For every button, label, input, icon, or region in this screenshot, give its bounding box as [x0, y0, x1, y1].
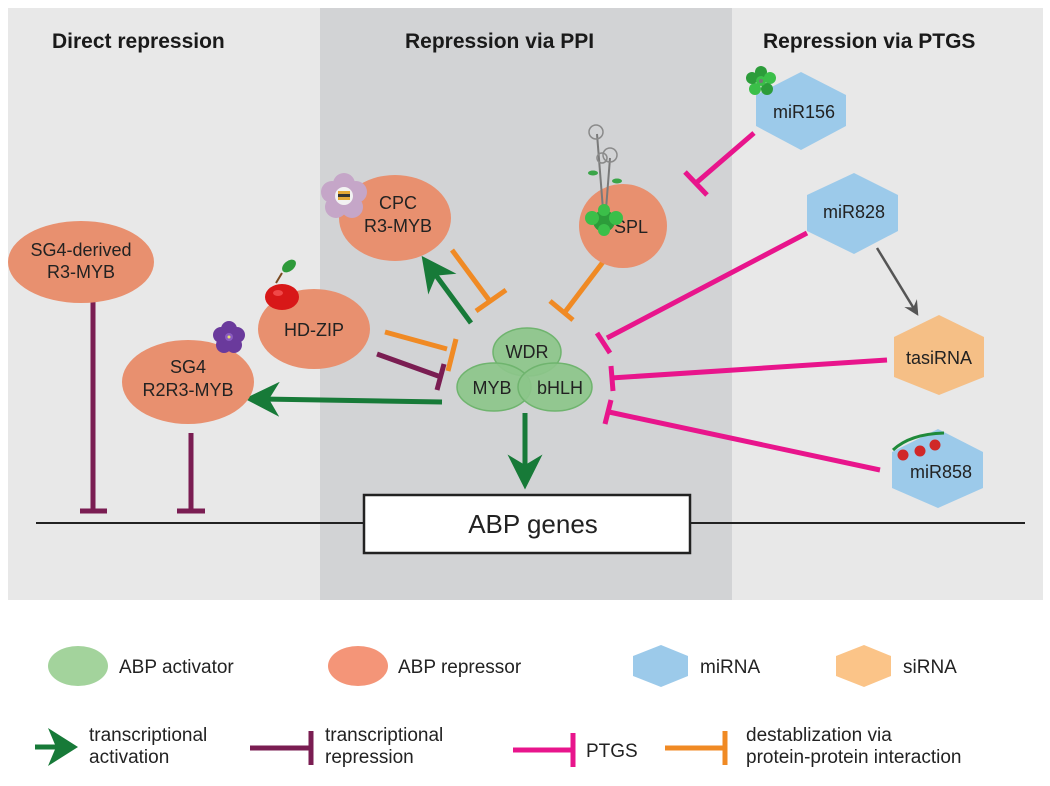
node-label: SG4 [170, 357, 206, 377]
legend-label: ABP repressor [398, 657, 522, 678]
legend-activation-arrow [35, 728, 78, 766]
purple-flower-icon [213, 321, 245, 353]
petunia-flower-icon [321, 173, 367, 218]
node-mir828[interactable]: miR828 [807, 173, 898, 254]
tomato-vine-icon [891, 431, 945, 461]
edge-mir828-to-tasirna [875, 247, 919, 316]
legend-label: PTGS [586, 741, 638, 762]
panel-title-ppi: Repression via PPI [405, 30, 594, 53]
legend-label: transcriptional [325, 725, 443, 746]
edge-mbw-activates-sg4 [244, 381, 443, 417]
node-mir858[interactable]: miR858 [892, 429, 983, 508]
node-label: HD-ZIP [284, 320, 344, 340]
node-tasirna[interactable]: tasiRNA [894, 315, 984, 395]
legend-label: ABP activator [119, 657, 234, 678]
edge-mbw-activates-cpc [421, 255, 474, 325]
node-cpc-r3-myb[interactable]: CPC R3-MYB [339, 175, 451, 261]
abp-genes-label: ABP genes [468, 509, 598, 539]
panel-title-direct: Direct repression [52, 30, 225, 53]
apple-icon [265, 259, 299, 310]
legend-mirna-swatch [633, 645, 688, 687]
node-label: MYB [472, 378, 511, 398]
legend-repressor-swatch [328, 646, 388, 686]
edge-cpc-ppi [449, 248, 508, 314]
arabidopsis-plant-icon [585, 124, 623, 236]
edge-mir156-ptgs [683, 131, 756, 197]
legend-label: siRNA [903, 657, 957, 678]
panel-title-ptgs: Repression via PTGS [763, 30, 975, 53]
node-label: tasiRNA [906, 348, 972, 368]
node-bhlh[interactable] [517, 362, 593, 412]
legend-ptgs-bar [513, 733, 576, 767]
legend-ppi-bar [665, 731, 728, 765]
legend: ABP activator ABP repressor miRNA siRNA … [35, 645, 961, 768]
node-spl[interactable]: SPL [579, 184, 667, 268]
node-label: miR156 [773, 102, 835, 122]
abp-genes-box[interactable]: ABP genes [362, 493, 692, 555]
edge-sg4-repression [177, 433, 205, 514]
node-label: R2R3-MYB [142, 380, 233, 400]
node-label: SPL [614, 217, 648, 237]
edge-hdzip-repression [376, 351, 447, 391]
edge-tasirna-ptgs [608, 357, 888, 392]
edge-sg4derived-repression [80, 296, 107, 514]
node-label: miR828 [823, 202, 885, 222]
legend-label: repression [325, 747, 414, 768]
node-label: CPC [379, 193, 417, 213]
edge-spl-ppi [548, 260, 605, 322]
legend-repression-bar [250, 731, 314, 765]
edge-mir828-ptgs [594, 230, 809, 355]
node-sg4-derived-r3-myb[interactable]: SG4-derived R3-MYB [8, 221, 154, 303]
legend-activator-swatch [48, 646, 108, 686]
rosette-icon [746, 66, 776, 95]
legend-label: miRNA [700, 657, 760, 678]
node-mir156[interactable]: miR156 [756, 72, 846, 150]
legend-label: transcriptional [89, 725, 207, 746]
node-sg4-r2r3-myb[interactable]: SG4 R2R3-MYB [122, 340, 254, 424]
node-label: R3-MYB [47, 262, 115, 282]
node-label: R3-MYB [364, 216, 432, 236]
node-label: SG4-derived [30, 240, 131, 260]
node-label: bHLH [537, 378, 583, 398]
edge-hdzip-ppi [384, 329, 459, 372]
node-label: miR858 [910, 462, 972, 482]
legend-label: destablization via [746, 725, 892, 746]
node-label: WDR [506, 342, 549, 362]
legend-label: protein-protein interaction [746, 747, 961, 768]
node-mbw-complex[interactable]: WDR MYB bHLH [456, 327, 593, 412]
legend-sirna-swatch [836, 645, 891, 687]
edge-mir858-ptgs [602, 399, 881, 473]
legend-label: activation [89, 747, 169, 768]
